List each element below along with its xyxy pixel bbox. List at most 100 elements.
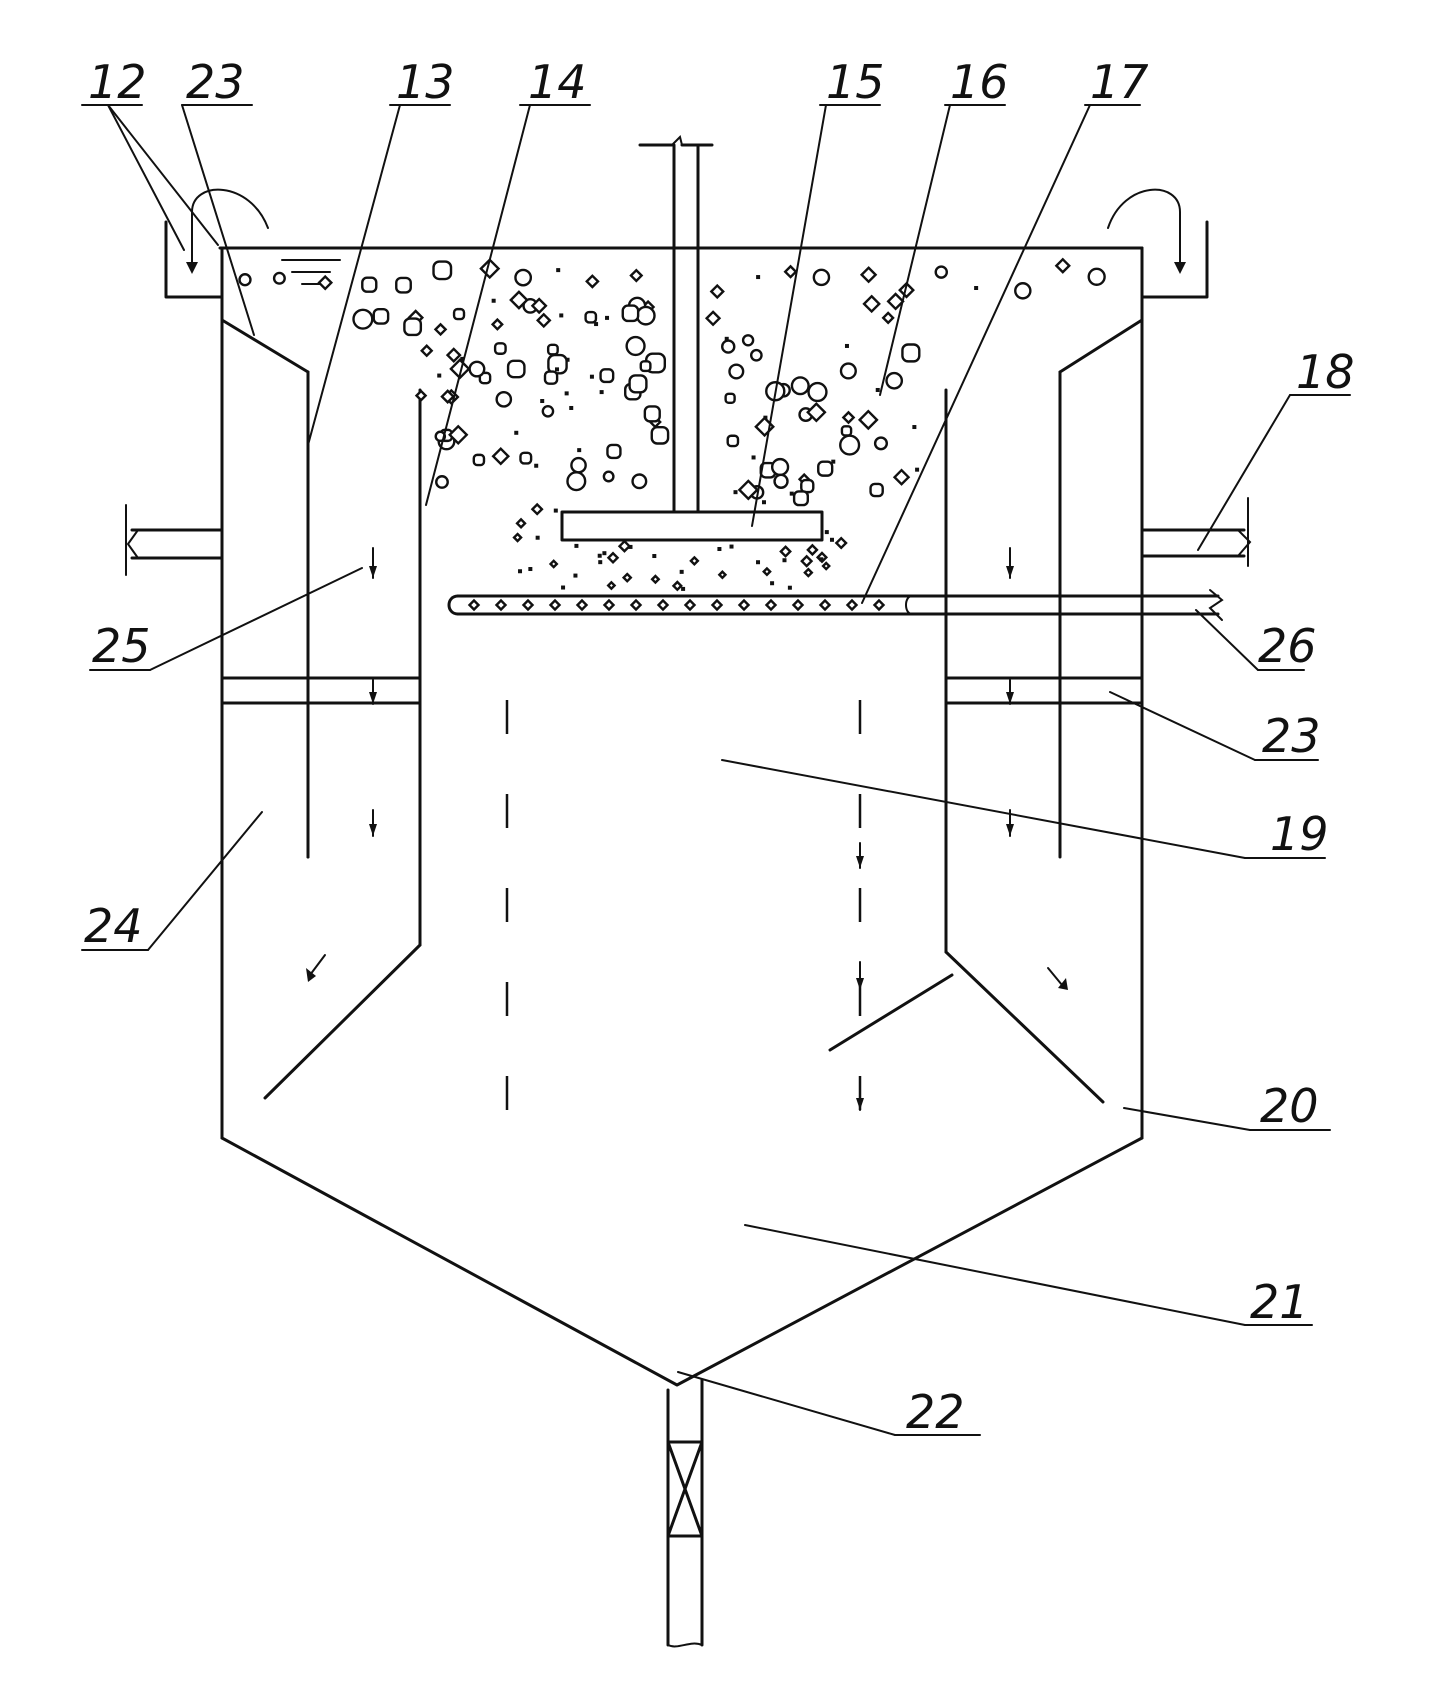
- particle: [807, 381, 828, 403]
- particle: [541, 404, 555, 418]
- particle: [445, 347, 462, 364]
- particle: [432, 260, 453, 281]
- particle: [709, 283, 725, 300]
- particle: [821, 561, 831, 571]
- particle: [414, 389, 428, 402]
- particle: [839, 362, 857, 380]
- particle: [901, 343, 921, 363]
- particle: [574, 543, 579, 548]
- particle: [751, 455, 756, 460]
- particle: [564, 391, 569, 396]
- particle: [569, 405, 574, 410]
- particle: [650, 574, 661, 585]
- label-17: 17: [1090, 55, 1149, 109]
- particle: [934, 265, 948, 279]
- particle: [840, 425, 853, 437]
- particle: [787, 585, 792, 590]
- particle: [509, 290, 529, 310]
- particle: [792, 490, 810, 507]
- particle: [710, 598, 724, 612]
- particle: [629, 268, 644, 283]
- particle: [543, 370, 559, 385]
- particle: [679, 569, 684, 574]
- particle: [598, 560, 603, 565]
- particle: [540, 399, 545, 404]
- particle: [790, 376, 810, 396]
- label-18: 18: [1296, 345, 1355, 399]
- particle: [974, 285, 979, 290]
- deflector-plates: [828, 973, 954, 1052]
- particle: [605, 315, 610, 320]
- right-partition-band: [944, 676, 1144, 705]
- particle: [514, 268, 533, 287]
- particle: [737, 598, 751, 612]
- particle: [515, 517, 527, 529]
- particle: [824, 530, 829, 535]
- particle: [629, 598, 643, 612]
- particle: [556, 268, 561, 273]
- tank-body: [218, 246, 1144, 1387]
- particle: [656, 598, 670, 612]
- particle: [783, 264, 798, 279]
- right-side-pipe: [1140, 497, 1252, 567]
- particle: [602, 598, 616, 612]
- particle: [493, 342, 507, 355]
- particle: [599, 390, 604, 395]
- particle: [528, 567, 533, 572]
- inner-cylinder-left-wall: [263, 388, 422, 1100]
- particle: [1014, 282, 1032, 300]
- particle: [717, 570, 728, 580]
- left-side-pipe: [125, 504, 224, 576]
- particle: [472, 453, 486, 467]
- particle: [452, 307, 466, 321]
- label-13: 13: [396, 55, 455, 109]
- particle: [898, 281, 915, 299]
- particle: [403, 317, 423, 337]
- particle: [272, 271, 286, 285]
- particle: [844, 343, 849, 348]
- particle: [818, 598, 832, 612]
- particle: [602, 551, 607, 556]
- particle: [594, 322, 599, 327]
- particle: [621, 304, 640, 323]
- particle: [635, 305, 656, 326]
- particle: [875, 387, 880, 392]
- particle: [1087, 267, 1106, 286]
- particle: [514, 430, 519, 435]
- particle: [448, 424, 469, 445]
- particle: [521, 598, 535, 612]
- particle: [565, 357, 570, 362]
- particle: [803, 567, 814, 578]
- particle: [881, 311, 895, 325]
- particle: [440, 389, 456, 404]
- particle: [317, 274, 334, 291]
- particle: [467, 598, 481, 612]
- particle: [460, 356, 465, 361]
- particle: [621, 572, 633, 583]
- particle: [573, 573, 578, 578]
- central-inlet-pipe: [560, 135, 824, 542]
- particle: [859, 266, 878, 284]
- particle: [834, 536, 848, 550]
- particle: [589, 374, 594, 379]
- particle: [437, 373, 442, 378]
- particle: [800, 554, 814, 568]
- left-partition-band: [220, 676, 422, 705]
- particle: [762, 566, 772, 577]
- particle: [872, 598, 886, 612]
- particle: [831, 459, 836, 464]
- particle: [639, 360, 652, 373]
- particle: [606, 580, 617, 591]
- particle: [519, 451, 533, 465]
- particle: [789, 491, 794, 496]
- right-inclined-plate: [1058, 318, 1144, 859]
- particle: [886, 292, 905, 311]
- particle: [728, 363, 745, 380]
- particle: [491, 298, 496, 303]
- particle: [575, 598, 589, 612]
- particle: [770, 457, 790, 477]
- particle: [584, 310, 598, 324]
- particle: [862, 294, 881, 314]
- particle: [518, 569, 523, 574]
